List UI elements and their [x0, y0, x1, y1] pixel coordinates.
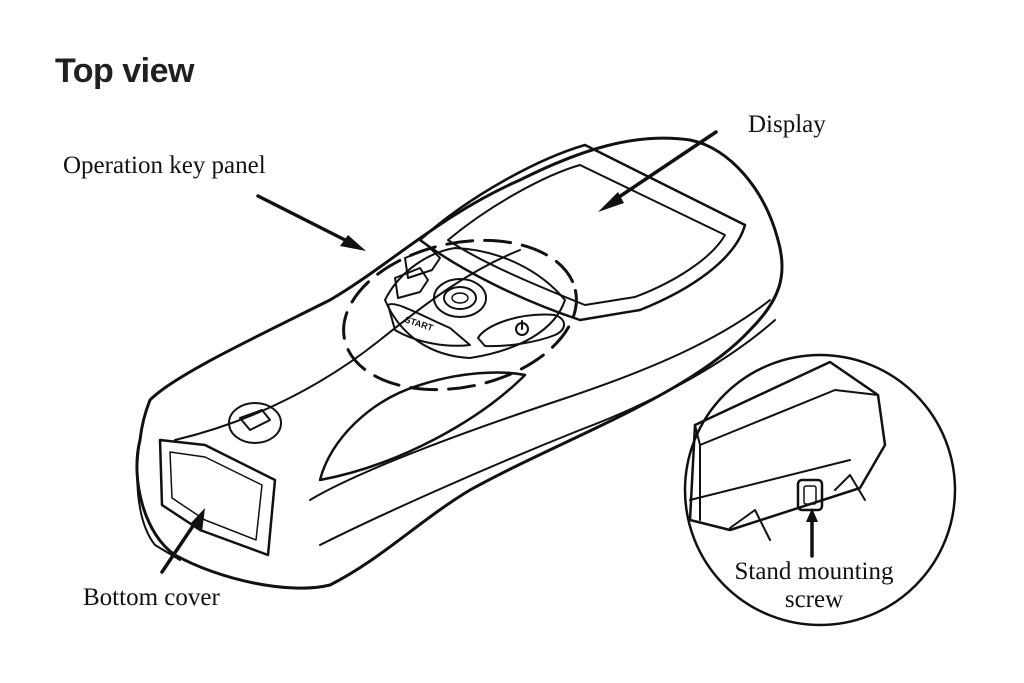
- side-key-top: [404, 247, 441, 279]
- stand-mounting-screw-arrow: [806, 508, 818, 558]
- detail-device-underside: [688, 360, 887, 541]
- operation-key-panel-label: Operation key panel: [63, 152, 266, 179]
- device-grip: [318, 371, 527, 482]
- stand-mounting-screw-label-line2: screw: [784, 586, 844, 613]
- side-key-bottom: [394, 267, 429, 299]
- power-icon: [515, 320, 529, 336]
- display-label: Display: [748, 111, 826, 138]
- display-bezel: [418, 143, 747, 322]
- device-side-line: [174, 249, 521, 441]
- center-key-dot: [451, 292, 469, 304]
- power-key: [477, 313, 565, 348]
- bottom-cover: [158, 438, 277, 557]
- stand-mounting-screw: [796, 478, 824, 512]
- display-screen: [447, 164, 726, 306]
- bottom-cover-arrow: [160, 508, 205, 574]
- brand-logo: [228, 402, 282, 444]
- detail-circle: [683, 353, 957, 627]
- key-panel: [384, 247, 566, 359]
- stand-mounting-screw-hole: [803, 485, 817, 505]
- device-body-outline: [135, 136, 784, 590]
- bottom-cover-inner: [169, 451, 263, 541]
- bottom-end-cap: [136, 439, 181, 561]
- page-title: Top view: [55, 52, 194, 90]
- operation-key-panel-outline: [342, 238, 578, 392]
- center-key: [433, 278, 487, 318]
- center-key-ring: [443, 286, 477, 310]
- operation-key-panel-arrow: [256, 194, 366, 251]
- stand-mounting-screw-label-line1: Stand mounting: [734, 558, 894, 585]
- stand-mounting-screw-label: Stand mounting screw: [716, 558, 912, 614]
- device-bottom-edge: [309, 299, 771, 501]
- bottom-cover-label: Bottom cover: [83, 584, 220, 611]
- device-bottom-edge-2: [319, 319, 776, 546]
- start-key: [387, 303, 471, 347]
- display-arrow: [598, 130, 718, 212]
- start-key-label: START: [403, 314, 434, 333]
